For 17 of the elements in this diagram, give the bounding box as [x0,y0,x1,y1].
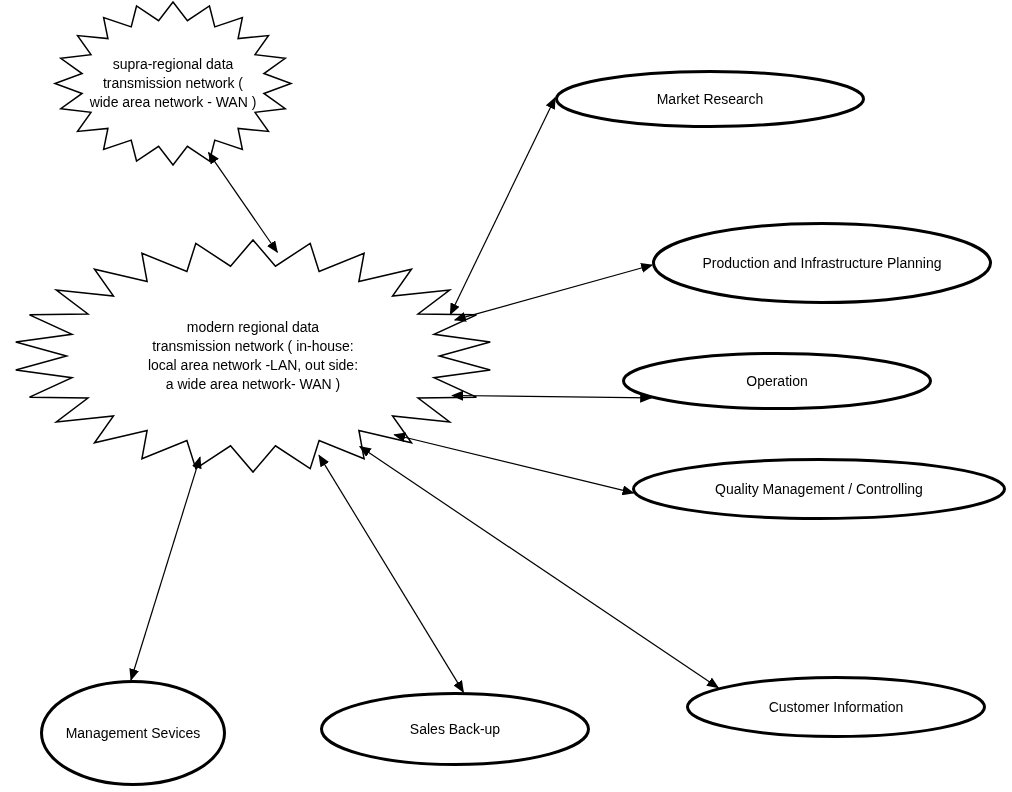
double-arrow [451,390,653,403]
node-label: Customer Information [767,697,905,717]
node-label: modern regional data transmission network ( in-house: local area network -LAN, out side: a wide area network- WAN ) [147,318,359,394]
double-arrow [453,263,654,322]
double-arrow [207,151,278,254]
node-label: supra-regional data transmission network ( wide area network - WAN ) [89,55,257,112]
node-label: Management Sevices [64,723,202,743]
node-label: Market Research [655,89,765,109]
node-label: Production and Infrastructure Planning [701,253,943,273]
node-label: Quality Management / Controlling [714,479,924,499]
double-arrow [359,446,720,689]
node-label: Sales Back-up [408,719,502,739]
double-arrow [129,456,202,681]
double-arrow [393,432,635,496]
node-label: Operation [745,371,809,391]
double-arrow [449,96,556,316]
double-arrow [318,454,465,693]
